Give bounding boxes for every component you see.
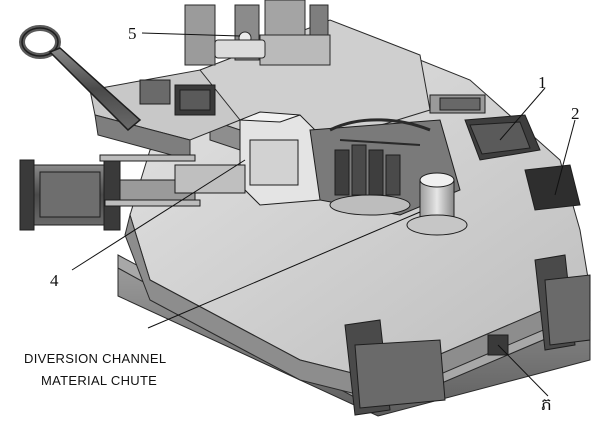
sprue-bushing	[406, 172, 468, 236]
caption-diversion-channel: DIVERSION CHANNEL	[24, 351, 167, 366]
leader-lines	[71, 32, 576, 397]
leader-2	[554, 119, 576, 196]
leader-5	[141, 32, 241, 37]
leader-1	[499, 87, 546, 141]
callout-1: 1	[538, 73, 547, 92]
callout-2: 2	[571, 104, 580, 123]
callout-4: 4	[50, 271, 59, 290]
caption-material-chute: MATERIAL CHUTE	[41, 373, 158, 388]
leader-4	[71, 159, 246, 271]
lifting-eye-icon	[19, 25, 142, 132]
leader-chute	[147, 211, 421, 329]
left-core-pull-cylinder	[19, 154, 201, 231]
callout-5: 5	[128, 24, 137, 43]
leader-6	[497, 344, 549, 397]
callout-6: ភ	[541, 395, 552, 414]
overflow-well	[139, 79, 216, 116]
back-fittings	[184, 0, 331, 66]
